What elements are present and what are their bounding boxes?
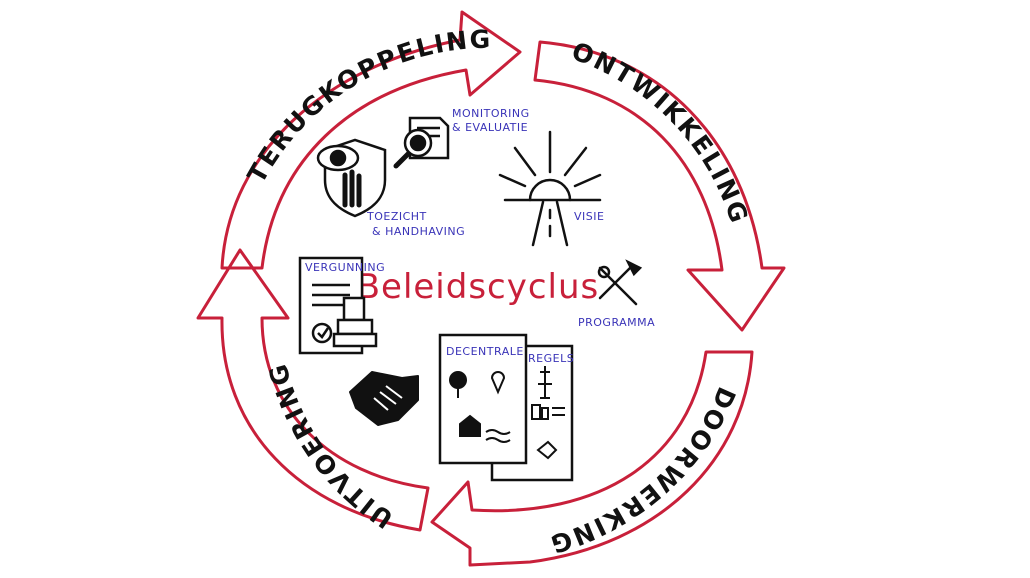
arrow-uitvoering: [196, 248, 430, 532]
tools-icon: [597, 259, 643, 306]
label-vergunning: VERGUNNING: [305, 261, 385, 274]
handshake-icon: [349, 371, 419, 426]
diagram-title: Beleidscyclus: [357, 267, 600, 307]
label-monitoring-1: MONITORING: [452, 107, 530, 120]
phase-label-doorwerking: DOORWERKING: [546, 383, 742, 560]
eye-hand-shield-icon: [316, 138, 387, 218]
sunrise-road-icon: [498, 130, 602, 247]
arrow-doorwerking: [430, 350, 754, 567]
label-decentrale: DECENTRALE: [446, 345, 524, 358]
arrow-ontwikkeling: [533, 40, 786, 332]
map-document-icon: [449, 371, 511, 443]
label-programma: PROGRAMMA: [578, 316, 655, 329]
label-toezicht-1: TOEZICHT: [366, 210, 427, 223]
arrow-terugkoppeling: [220, 10, 522, 270]
cycle-arrows: [196, 10, 786, 567]
power-document-icon: [531, 366, 565, 460]
label-monitoring-2: & EVALUATIE: [452, 121, 528, 134]
label-visie: VISIE: [574, 210, 604, 223]
label-toezicht-2: & HANDHAVING: [372, 225, 465, 238]
magnifier-document-icon: [393, 116, 450, 169]
label-regels: REGELS: [528, 352, 574, 365]
certificate-stamp-icon: [298, 256, 378, 355]
